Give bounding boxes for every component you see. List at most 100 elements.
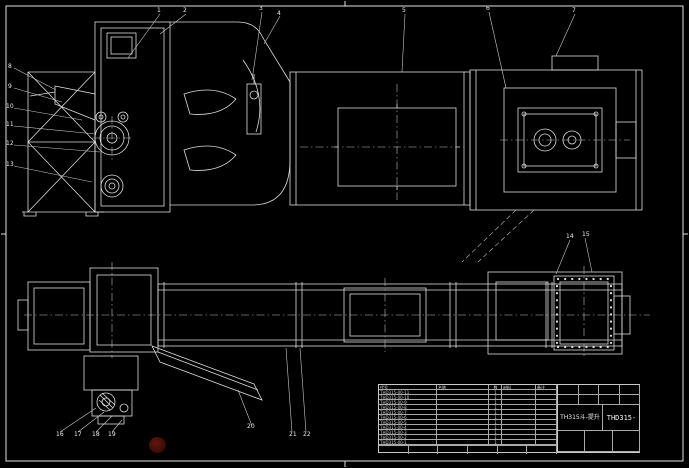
title-block-cell bbox=[578, 385, 599, 395]
callout-balloon: 12 bbox=[6, 140, 14, 147]
bom-row: THD315-00-6 1 bbox=[379, 415, 557, 420]
drawing-number: THD315-00 bbox=[606, 414, 637, 422]
callout-balloon: 18 bbox=[92, 431, 100, 438]
bom-grid: 代号 名称 数 材料 备注 THD315-00-11 1 THD315-00-1… bbox=[379, 385, 557, 445]
section-connectors bbox=[461, 209, 535, 263]
bom-cell-material bbox=[502, 405, 536, 410]
parts-table: 代号 名称 数 材料 备注 THD315-00-11 1 THD315-00-1… bbox=[378, 384, 640, 454]
bom-cell-remark bbox=[536, 410, 557, 415]
callout-balloon: 11 bbox=[6, 121, 14, 128]
signature-cell bbox=[438, 446, 469, 454]
bom-cell-code: THD315-00-11 bbox=[379, 390, 437, 395]
bom-cell-remark bbox=[536, 400, 557, 405]
bom-cell-remark bbox=[536, 425, 557, 430]
signature-row bbox=[379, 445, 558, 454]
bom-cell-material bbox=[502, 440, 536, 445]
bom-cell-qty: 1 bbox=[489, 410, 502, 415]
bom-cell-name bbox=[437, 395, 489, 400]
bom-row: 代号 名称 数 材料 备注 bbox=[379, 385, 557, 390]
bom-cell-material bbox=[502, 390, 536, 395]
title-block-cell bbox=[558, 385, 579, 395]
drawing-title: TH315斗-提升机 bbox=[558, 405, 603, 430]
bom-cell-remark: 备注 bbox=[536, 385, 557, 390]
bom-cell-code: THD315-00-7 bbox=[379, 410, 437, 415]
bom-cell-name bbox=[437, 390, 489, 395]
signature-cell bbox=[379, 446, 409, 454]
callout-balloon: 19 bbox=[108, 431, 116, 438]
title-block-lower-grid bbox=[558, 431, 640, 452]
title-block-cell bbox=[612, 431, 640, 452]
bom-cell-code: THD315-00-2 bbox=[379, 435, 437, 440]
bom-cell-code: THD315-00-8 bbox=[379, 405, 437, 410]
signature-cell bbox=[409, 446, 439, 454]
callout-balloon: 21 bbox=[289, 431, 297, 438]
title-block-main-row: TH315斗-提升机 THD315-00 bbox=[558, 405, 640, 431]
bom-cell-remark bbox=[536, 405, 557, 410]
bom-cell-code: THD315-00-10 bbox=[379, 395, 437, 400]
callout-balloon: 22 bbox=[303, 431, 311, 438]
signature-cell bbox=[498, 446, 528, 454]
callout-balloon: 7 bbox=[572, 7, 576, 14]
title-block-cell bbox=[558, 431, 586, 452]
bom-cell-material bbox=[502, 435, 536, 440]
callout-balloon: 2 bbox=[183, 7, 187, 14]
title-block-cell bbox=[578, 395, 599, 405]
bom-cell-name bbox=[437, 400, 489, 405]
callout-balloon: 16 bbox=[56, 431, 64, 438]
callout-balloon: 4 bbox=[277, 10, 281, 17]
bom-cell-qty: 1 bbox=[489, 395, 502, 400]
bom-cell-material bbox=[502, 430, 536, 435]
signature-cell bbox=[527, 446, 558, 454]
callout-balloon: 5 bbox=[402, 7, 406, 14]
bom-cell-material bbox=[502, 395, 536, 400]
bom-cell-qty: 数 bbox=[489, 385, 502, 390]
bom-cell-code: THD315-00-1 bbox=[379, 440, 437, 445]
bom-cell-name bbox=[437, 435, 489, 440]
bom-row: THD315-00-5 1 bbox=[379, 420, 557, 425]
callout-balloon: 9 bbox=[8, 83, 12, 90]
bom-cell-code: 代号 bbox=[379, 385, 437, 390]
bom-cell-material bbox=[502, 410, 536, 415]
bom-cell-material bbox=[502, 420, 536, 425]
bom-row: THD315-00-11 1 bbox=[379, 390, 557, 395]
bom-cell-qty: 1 bbox=[489, 440, 502, 445]
callout-balloon: 20 bbox=[247, 423, 255, 430]
title-block-cell bbox=[599, 385, 620, 395]
bom-cell-code: THD315-00-5 bbox=[379, 420, 437, 425]
bom-cell-qty: 1 bbox=[489, 400, 502, 405]
red-stamp-mark bbox=[149, 437, 166, 453]
title-block-cell bbox=[619, 385, 640, 395]
bom-cell-code: THD315-00-3 bbox=[379, 430, 437, 435]
title-block-field-grid bbox=[558, 385, 640, 405]
bom-cell-remark bbox=[536, 390, 557, 395]
bom-cell-remark bbox=[536, 430, 557, 435]
bom-cell-qty: 1 bbox=[489, 420, 502, 425]
callout-balloon: 13 bbox=[6, 161, 14, 168]
bom-cell-qty: 1 bbox=[489, 430, 502, 435]
callout-balloon: 3 bbox=[259, 5, 263, 12]
bom-cell-qty: 1 bbox=[489, 415, 502, 420]
bom-cell-remark bbox=[536, 420, 557, 425]
title-block-cell bbox=[558, 395, 579, 405]
bom-row: THD315-00-8 1 bbox=[379, 405, 557, 410]
signature-cell bbox=[468, 446, 498, 454]
bom-cell-qty: 1 bbox=[489, 435, 502, 440]
callout-balloon: 15 bbox=[582, 231, 590, 238]
bom-cell-code: THD315-00-4 bbox=[379, 425, 437, 430]
bom-cell-name bbox=[437, 405, 489, 410]
bom-cell-code: THD315-00-9 bbox=[379, 400, 437, 405]
bom-cell-material bbox=[502, 425, 536, 430]
bom-cell-code: THD315-00-6 bbox=[379, 415, 437, 420]
bom-cell-name bbox=[437, 420, 489, 425]
bom-row: THD315-00-2 1 bbox=[379, 435, 557, 440]
bom-row: THD315-00-10 1 bbox=[379, 395, 557, 400]
bom-cell-material bbox=[502, 415, 536, 420]
callout-leader-lines bbox=[13, 11, 593, 433]
bom-cell-qty: 1 bbox=[489, 425, 502, 430]
bom-cell-qty: 1 bbox=[489, 405, 502, 410]
bom-cell-remark bbox=[536, 415, 557, 420]
bom-row: THD315-00-1 1 bbox=[379, 440, 557, 445]
